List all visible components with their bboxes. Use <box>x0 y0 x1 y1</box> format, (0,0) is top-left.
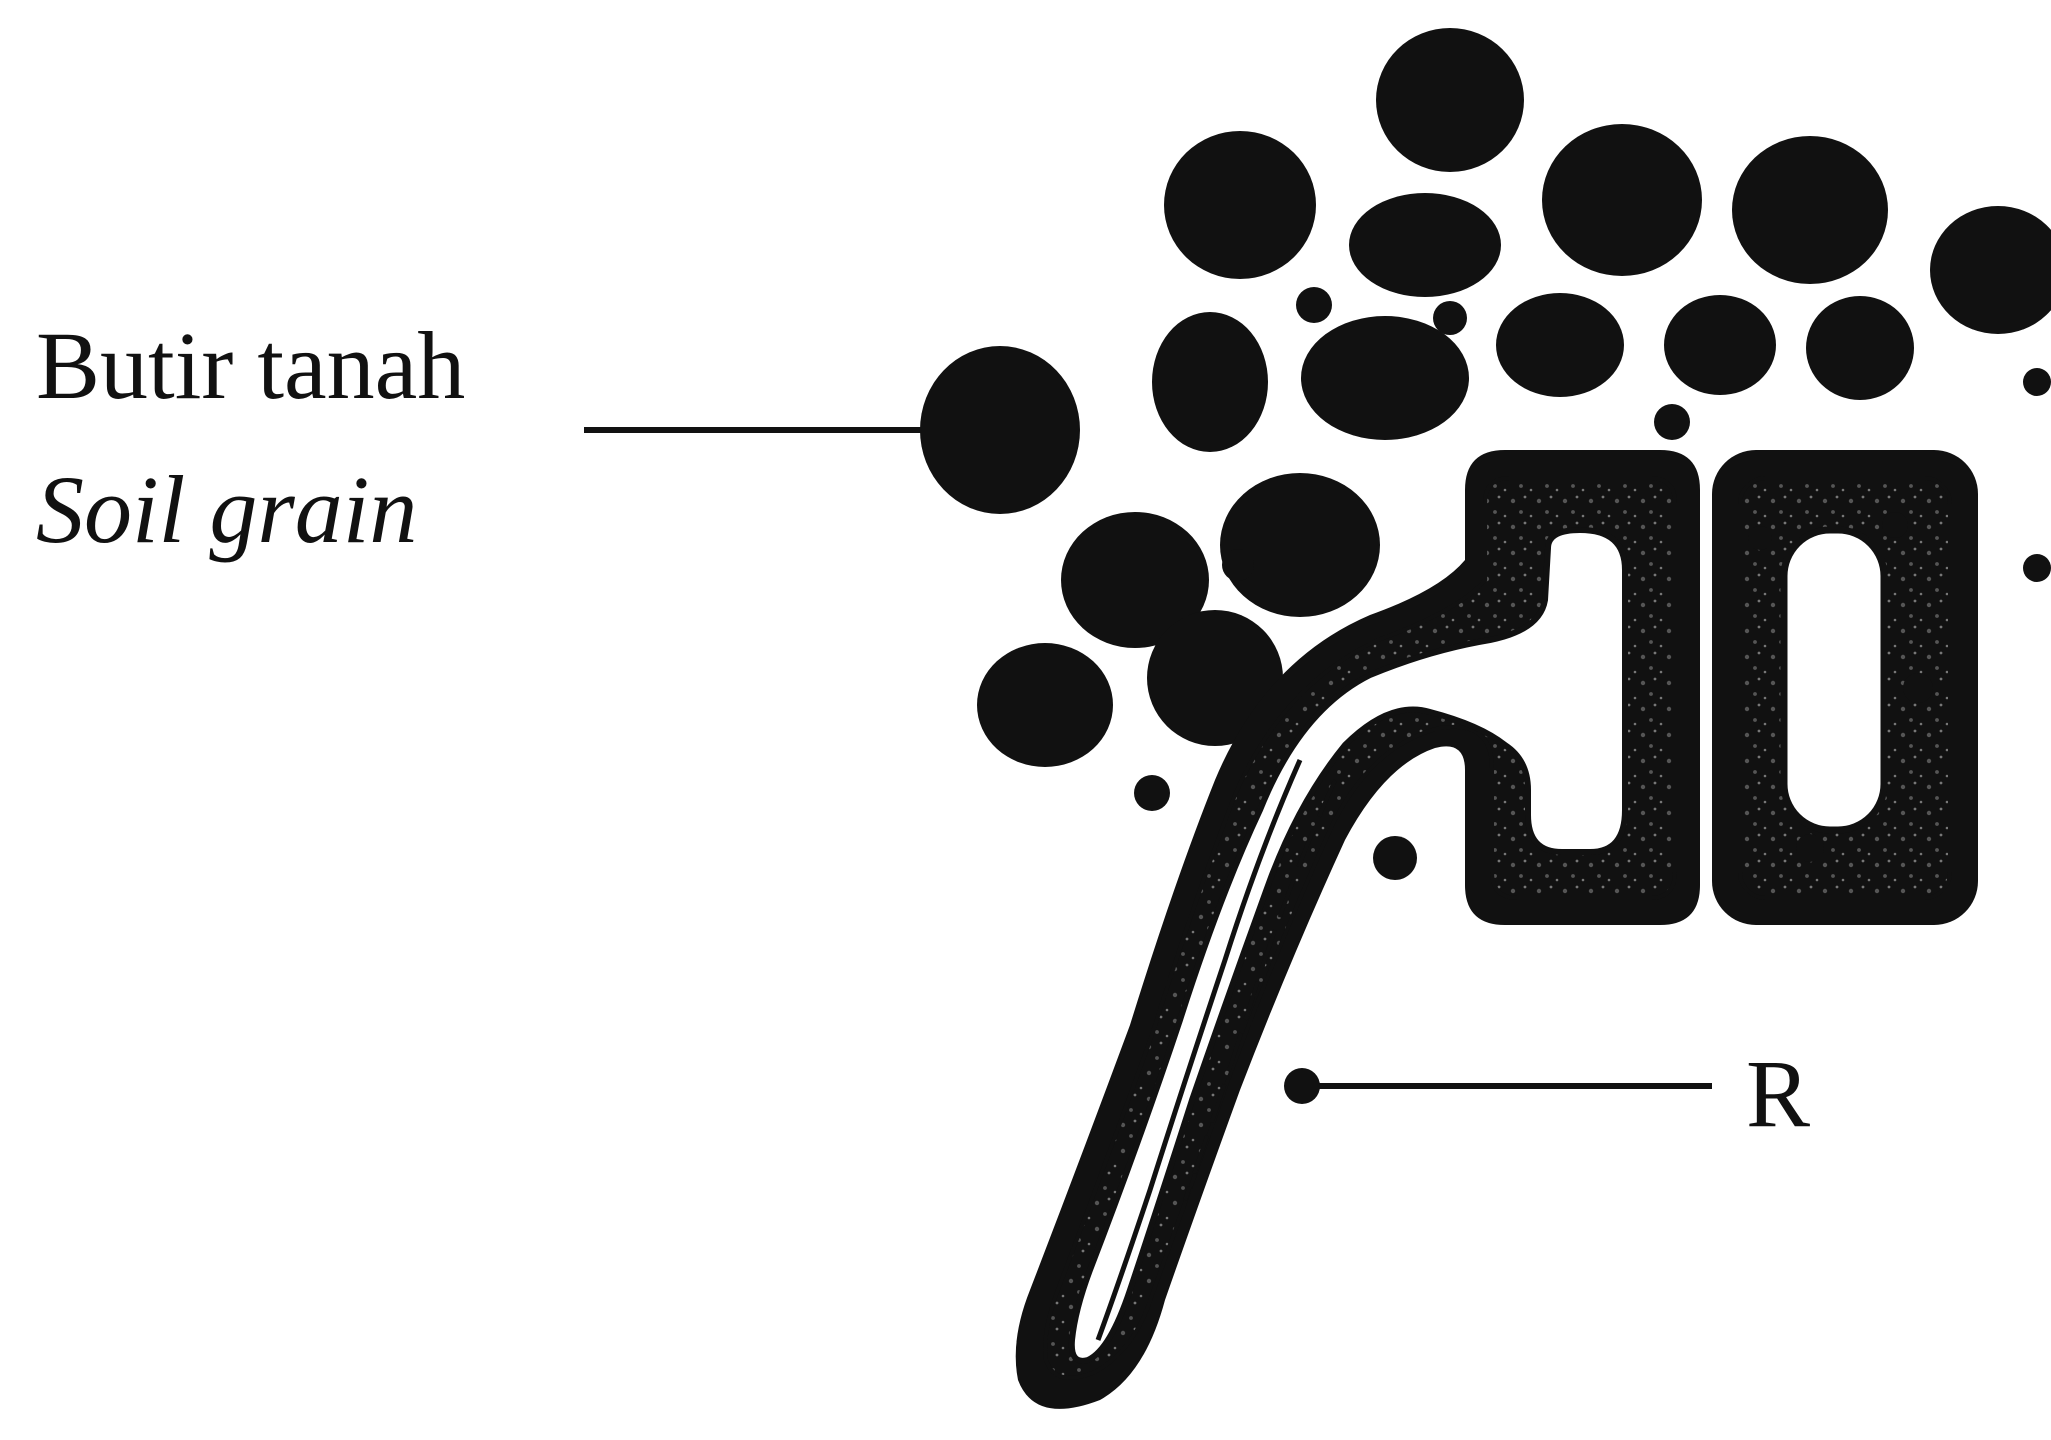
soil-particle <box>1654 404 1690 440</box>
r-pointer-dot <box>1284 1068 1320 1104</box>
soil-grain <box>1220 473 1380 617</box>
r-label: R <box>1746 1046 1810 1142</box>
soil-grain-label: Butir tanah <box>36 318 465 414</box>
soil-particle <box>1134 775 1170 811</box>
soil-grain-labelled <box>920 346 1080 514</box>
soil-grain <box>977 643 1113 767</box>
soil-grain <box>1349 193 1501 297</box>
soil-grain <box>1806 296 1914 400</box>
soil-particle <box>1373 836 1417 880</box>
soil-grain <box>1301 316 1469 440</box>
soil-grain <box>1376 28 1524 172</box>
soil-grain <box>1164 131 1316 279</box>
soil-particle <box>1433 301 1467 335</box>
soil-particle <box>2023 554 2051 582</box>
soil-grain <box>1930 206 2051 334</box>
soil-grain-label-english: Soil grain <box>36 462 417 558</box>
soil-grain <box>1542 124 1702 276</box>
soil-particle <box>1296 287 1332 323</box>
soil-grain <box>1496 293 1624 397</box>
soil-particle <box>1222 549 1254 581</box>
soil-grain <box>1732 136 1888 284</box>
epidermal-cell-vacuole <box>1784 530 1884 830</box>
soil-particle <box>2023 368 2051 396</box>
soil-grain <box>1152 312 1268 452</box>
soil-grain <box>1664 295 1776 395</box>
epidermal-cell <box>1712 450 1978 925</box>
